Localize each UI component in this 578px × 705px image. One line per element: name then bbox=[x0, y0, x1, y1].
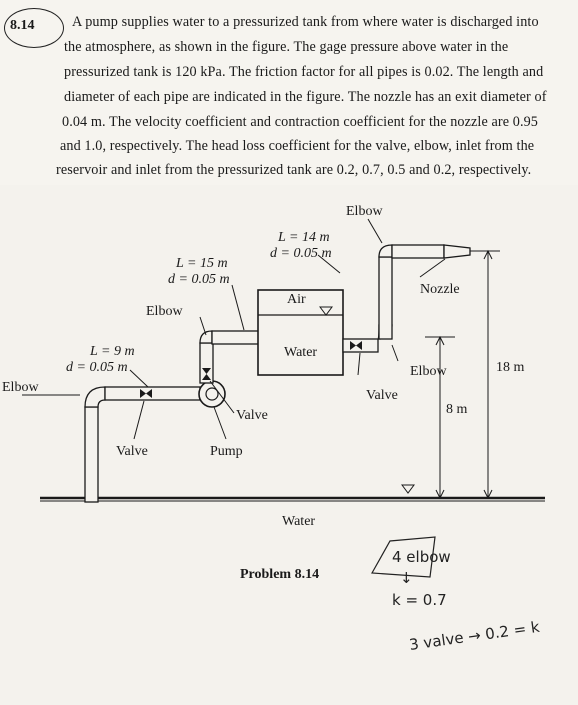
label-elbow-mid: Elbow bbox=[146, 304, 183, 319]
leader-elbow-right bbox=[391, 344, 399, 362]
dim-18m-arrow-bottom bbox=[483, 489, 493, 500]
pressurized-tank bbox=[257, 289, 344, 376]
problem-line-7: reservoir and inlet from the pressurized… bbox=[56, 162, 532, 178]
label-l9: L = 9 m bbox=[89, 344, 135, 359]
problem-line-3: pressurized tank is 120 kPa. The frictio… bbox=[64, 64, 544, 80]
problem-line-5: 0.04 m. The velocity coefficient and con… bbox=[62, 114, 539, 130]
leader-l14 bbox=[317, 254, 341, 274]
label-water-reservoir: Water bbox=[282, 514, 315, 529]
pump-symbol bbox=[198, 380, 226, 408]
label-l15: L = 15 m bbox=[175, 256, 228, 271]
leader-valve-right bbox=[357, 352, 361, 376]
label-nozzle: Nozzle bbox=[420, 282, 460, 297]
handwritten-box bbox=[371, 536, 436, 578]
label-elbow-right: Elbow bbox=[410, 364, 447, 379]
suction-pipe bbox=[84, 406, 99, 503]
figure-caption: Problem 8.14 bbox=[240, 567, 319, 582]
pipe-to-nozzle bbox=[391, 244, 445, 259]
leader-valve-mid bbox=[209, 380, 235, 414]
leader-l9 bbox=[129, 369, 149, 388]
problem-number: 8.14 bbox=[10, 18, 35, 33]
top-elbow-fitting bbox=[378, 244, 393, 258]
pipe-system-diagram: Elbow L = 14 m d = 0.05 m L = 15 m d = 0… bbox=[2, 204, 545, 654]
problem-line-2: the atmosphere, as shown in the figure. … bbox=[64, 39, 509, 55]
leader-elbow-mid bbox=[199, 316, 207, 336]
horizontal-pipe-left bbox=[104, 386, 201, 401]
label-d14: d = 0.05 m bbox=[270, 246, 332, 261]
leader-pump bbox=[213, 406, 227, 440]
dim-18m-arrow-top bbox=[483, 249, 493, 260]
figure-area: Elbow L = 14 m d = 0.05 m L = 15 m d = 0… bbox=[0, 185, 578, 705]
reservoir-level-marker bbox=[401, 484, 415, 494]
label-height-8: 8 m bbox=[446, 402, 468, 417]
problem-line-4: diameter of each pipe are indicated in t… bbox=[64, 89, 547, 105]
handwritten-note-valve: 3 valve → 0.2 = k bbox=[408, 618, 541, 654]
pump-inner bbox=[205, 387, 219, 401]
dim-8m-arrow-bottom bbox=[435, 489, 445, 500]
label-valve-right: Valve bbox=[366, 388, 398, 403]
left-elbow-fitting bbox=[84, 386, 106, 408]
dim-8m-arrow-top bbox=[435, 335, 445, 346]
label-elbow-top: Elbow bbox=[346, 204, 383, 219]
leader-elbow-top bbox=[367, 218, 383, 244]
right-valve-symbol bbox=[350, 341, 362, 350]
label-d15: d = 0.05 m bbox=[168, 272, 230, 287]
tank-level-marker bbox=[319, 306, 333, 316]
handwritten-note-k: k = 0.7 bbox=[392, 591, 447, 609]
handwritten-note-elbow: 4 elbow bbox=[392, 548, 451, 566]
leader-l15 bbox=[231, 284, 245, 331]
problem-line-6: and 1.0, respectively. The head loss coe… bbox=[60, 138, 535, 154]
label-elbow-left: Elbow bbox=[2, 380, 39, 395]
problem-statement: 8.14 A pump supplies water to a pressuri… bbox=[0, 0, 578, 185]
label-air: Air bbox=[287, 292, 306, 307]
vertical-riser-pipe bbox=[378, 256, 393, 340]
label-d9: d = 0.05 m bbox=[66, 360, 128, 375]
label-pump: Pump bbox=[210, 444, 243, 459]
label-valve-mid: Valve bbox=[236, 408, 268, 423]
left-valve-symbol bbox=[140, 389, 152, 398]
mid-elbow-fitting bbox=[199, 330, 213, 344]
mid-valve-symbol bbox=[202, 368, 211, 380]
leader-nozzle bbox=[419, 258, 446, 278]
label-valve-left: Valve bbox=[116, 444, 148, 459]
nozzle-symbol bbox=[443, 244, 471, 259]
label-height-18: 18 m bbox=[496, 360, 525, 375]
pipe-to-tank bbox=[211, 330, 261, 345]
leader-valve-left bbox=[133, 400, 145, 440]
label-water-tank: Water bbox=[284, 345, 317, 360]
label-l14: L = 14 m bbox=[277, 230, 330, 245]
handwritten-arrow: ↓ bbox=[400, 569, 413, 587]
problem-line-1: A pump supplies water to a pressurized t… bbox=[72, 14, 539, 30]
handwritten-circle bbox=[4, 8, 64, 48]
